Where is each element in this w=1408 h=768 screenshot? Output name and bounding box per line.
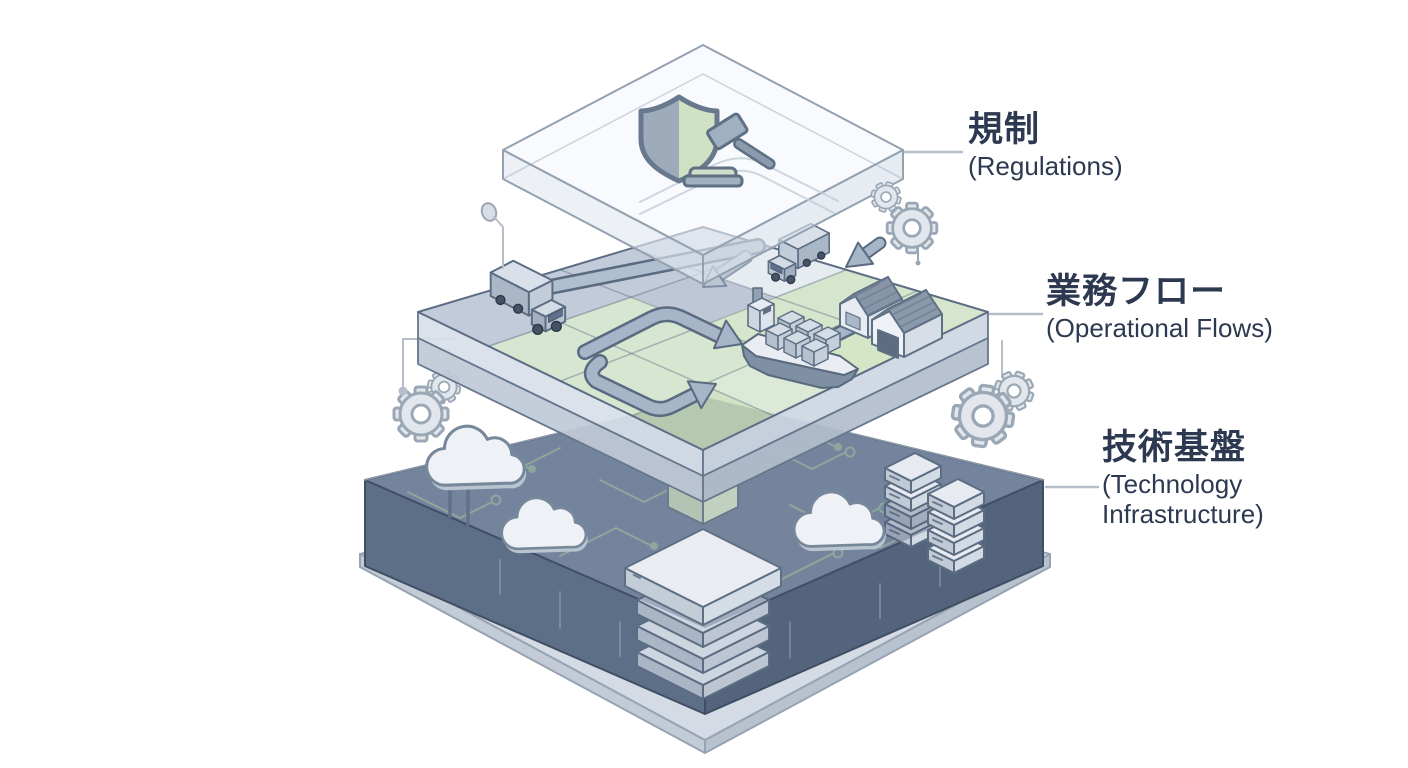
corner-block: [667, 484, 739, 525]
server-slab-stack-icon: [624, 528, 782, 626]
gear-icon-upper-right: [866, 177, 939, 266]
label-connectors: [903, 150, 1100, 489]
shield-icon: [638, 94, 720, 184]
regulations-title-en: (Regulations): [968, 151, 1123, 182]
flows-title-en: (Operational Flows): [1046, 313, 1273, 344]
connector-upper-left: [480, 202, 504, 269]
label-operational-flows: 業務フロー (Operational Flows): [1046, 272, 1273, 344]
flows-title-jp: 業務フロー: [1046, 272, 1227, 311]
gear-icon-right-middle: [947, 340, 1040, 452]
regulations-title-jp: 規制: [968, 110, 1041, 149]
cargo-ship-icon: [741, 287, 859, 389]
warehouse-icon: [839, 276, 943, 359]
tech-title-en: (Technology Infrastructure): [1102, 469, 1264, 530]
label-regulations: 規制 (Regulations): [968, 110, 1123, 182]
circuit-trace-side: [499, 555, 941, 659]
gavel-icon: [682, 112, 776, 188]
tech-title-jp: 技術基盤: [1102, 428, 1247, 467]
label-technology-infrastructure: 技術基盤 (Technology Infrastructure): [1102, 428, 1280, 530]
regulations-layer: [502, 44, 904, 285]
operational-flows-layer: [417, 222, 989, 525]
